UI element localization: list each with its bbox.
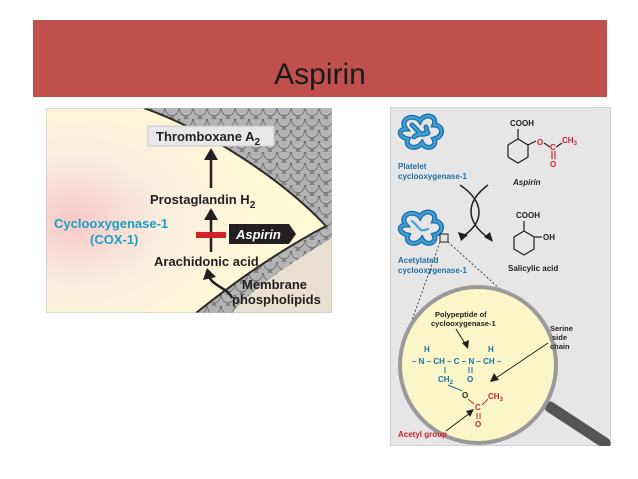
svg-text:COOH: COOH — [510, 119, 534, 128]
serine-label-1: Serine — [550, 324, 573, 333]
aspirin-tag — [229, 224, 296, 244]
svg-text:O: O — [462, 391, 468, 400]
membrane-label-2: phospholipids — [232, 292, 321, 307]
svg-text:COOH: COOH — [516, 211, 540, 220]
platelet-label-2: cyclooxygenase-1 — [398, 172, 467, 181]
prostaglandin-label: Prostaglandin H2 — [150, 192, 256, 211]
title-banner: Aspirin — [33, 20, 607, 97]
inhibition-bar — [196, 232, 226, 238]
aspirin-structure-icon — [507, 129, 563, 164]
svg-text:C: C — [475, 403, 481, 412]
reaction-arrow-1 — [459, 184, 480, 238]
magnifier-handle — [544, 401, 611, 449]
arachidonic-label: Arachidonic acid — [154, 254, 259, 269]
cox1-pathway-diagram: Thromboxane A2 Prostaglandin H2 Cyclooxy… — [45, 107, 333, 314]
svg-text:CH3: CH3 — [488, 392, 504, 403]
thromboxane-label: Thromboxane A2 — [156, 129, 260, 148]
polypeptide-label-2: cyclooxygenase-1 — [431, 319, 496, 328]
svg-text:H: H — [424, 345, 430, 354]
polypeptide-label-1: Polypeptide of — [435, 310, 487, 319]
platelet-label-1: Platelet — [398, 162, 427, 171]
aspirin-name: Aspirin — [512, 178, 541, 187]
salicylic-label: Salicylic acid — [508, 264, 558, 273]
serine-label-2: side — [552, 333, 567, 342]
acetyl-group-label: Acetyl group — [398, 430, 447, 439]
svg-text:Aspirin: Aspirin — [235, 227, 281, 242]
svg-text:OH: OH — [543, 233, 555, 242]
cytoplasm — [46, 108, 326, 313]
reaction-arrow-2 — [470, 184, 491, 240]
membrane — [144, 108, 332, 313]
cox1-abbr: (COX-1) — [90, 232, 138, 247]
acetylated-label-1: Acetylated — [398, 256, 439, 265]
salicylic-structure-icon — [513, 221, 542, 256]
slide-title: Aspirin — [274, 58, 366, 91]
peptide-chain: – N – CH – C – N – CH – — [412, 357, 502, 366]
acetylated-label-2: cyclooxygenase-1 — [398, 266, 467, 275]
serine-label-3: chain — [550, 342, 570, 351]
svg-text:C: C — [550, 143, 556, 152]
magnifier-lens — [398, 285, 558, 445]
svg-text:O: O — [467, 375, 473, 384]
svg-text:O: O — [475, 420, 481, 429]
svg-text:CH3: CH3 — [562, 136, 578, 147]
svg-text:O: O — [537, 138, 543, 147]
svg-text:H: H — [488, 345, 494, 354]
svg-text:O: O — [550, 160, 556, 169]
acetylation-diagram: Platelet cyclooxygenase-1 COOH O C CH3 O… — [389, 106, 612, 449]
zoom-box — [439, 233, 449, 243]
membrane-label-1: Membrane — [242, 277, 307, 292]
svg-text:CH2: CH2 — [438, 375, 454, 386]
cox1-label: Cyclooxygenase-1 — [54, 216, 168, 231]
